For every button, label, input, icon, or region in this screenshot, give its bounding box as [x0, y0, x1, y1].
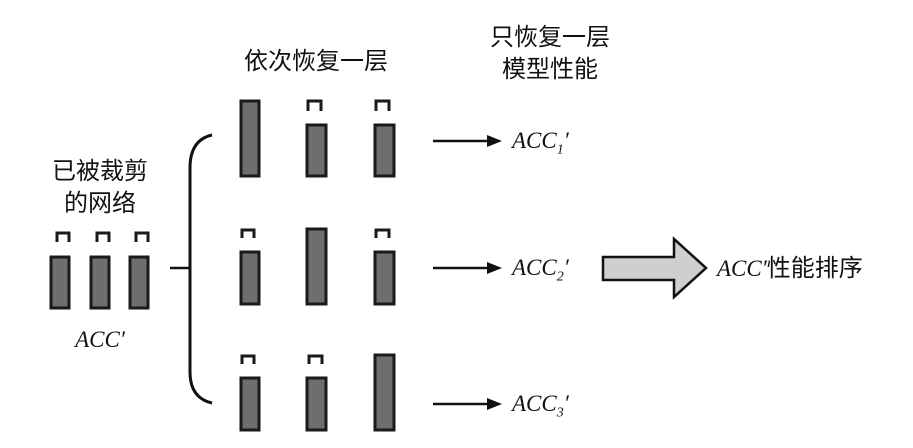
acc-2-subscript: 2	[556, 269, 564, 285]
row-2-layer-pruned-b	[373, 228, 396, 306]
header-restore-only-line1: 只恢复一层	[490, 23, 610, 51]
acc-3-prime: ′	[563, 391, 569, 416]
pruned-layer-3	[128, 231, 150, 310]
header-restore-each: 依次恢复一层	[244, 47, 388, 75]
header-restore-only-line2: 模型性能	[502, 55, 598, 83]
brace	[188, 133, 213, 405]
row-1-layer-full	[239, 99, 261, 178]
acc-1-text: ACC	[512, 128, 557, 153]
acc-2-text: ACC	[512, 255, 557, 280]
arrow-row-3	[433, 398, 502, 410]
arrow-row-2	[433, 262, 502, 274]
acc-3-label: ACC3′	[512, 389, 569, 429]
ranking-label: ACC′性能排序	[717, 253, 863, 284]
arrow-row-1	[433, 135, 502, 147]
row-1-layer-pruned-b	[373, 99, 396, 178]
pruned-layer-1	[49, 231, 71, 310]
row-3-layer-pruned-a	[239, 354, 261, 432]
acc-2-label: ACC2′	[512, 253, 569, 293]
ranking-text: 性能排序	[766, 254, 863, 282]
row-3-layer-full	[373, 353, 396, 432]
ranking-metric: ACC′	[717, 256, 767, 281]
big-arrow	[601, 236, 708, 300]
acc-3-subscript: 3	[556, 405, 564, 421]
pruned-metric: ACC′	[75, 327, 125, 352]
pruned-layer-2	[89, 231, 111, 310]
pruned-label-line2: 的网络	[64, 189, 136, 217]
row-2-layer-full	[305, 227, 328, 306]
pruned-label-line1: 已被裁剪	[52, 157, 148, 185]
acc-2-prime: ′	[563, 255, 569, 280]
row-2-layer-pruned-a	[239, 228, 261, 306]
acc-3-text: ACC	[512, 391, 557, 416]
acc-1-prime: ′	[563, 128, 569, 153]
row-1-layer-pruned-a	[305, 99, 328, 178]
acc-1-subscript: 1	[556, 142, 564, 158]
acc-1-label: ACC1′	[512, 126, 569, 166]
row-3-layer-pruned-b	[305, 354, 328, 432]
